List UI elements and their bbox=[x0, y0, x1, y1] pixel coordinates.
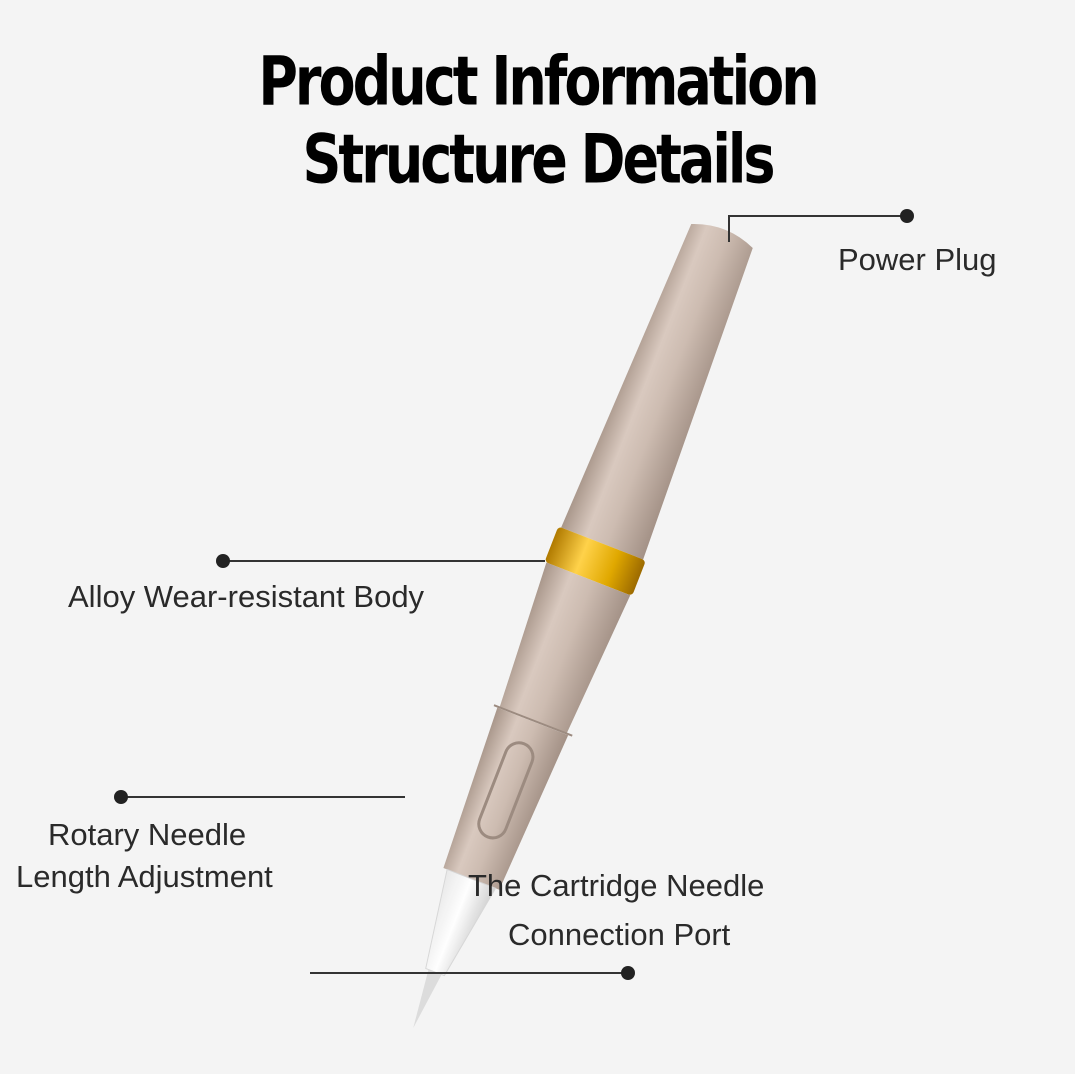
pen-lower-body bbox=[499, 562, 631, 734]
label-rotary-line1: Rotary Needle bbox=[48, 817, 247, 852]
needle-tip bbox=[413, 969, 442, 1028]
dot-port bbox=[621, 966, 635, 980]
dot-body bbox=[216, 554, 230, 568]
label-rotary-line2: Length Adjustment bbox=[16, 859, 273, 894]
leader-power-plug bbox=[728, 215, 907, 242]
pen-front-section bbox=[443, 707, 569, 890]
label-alloy-body: Alloy Wear-resistant Body bbox=[68, 579, 425, 614]
title-line-1: Product Information bbox=[258, 42, 819, 121]
label-port-line2: Connection Port bbox=[508, 917, 731, 952]
gold-ring bbox=[545, 527, 645, 595]
adjustment-slot bbox=[477, 741, 535, 840]
dot-rotary bbox=[114, 790, 128, 804]
needle-cartridge bbox=[425, 868, 497, 977]
label-power-plug: Power Plug bbox=[838, 242, 997, 277]
pen-upper-body bbox=[561, 224, 753, 560]
label-port-line1: The Cartridge Needle bbox=[468, 868, 765, 903]
pen bbox=[413, 224, 753, 1028]
title-line-2: Structure Details bbox=[302, 120, 776, 199]
dot-power-plug bbox=[900, 209, 914, 223]
